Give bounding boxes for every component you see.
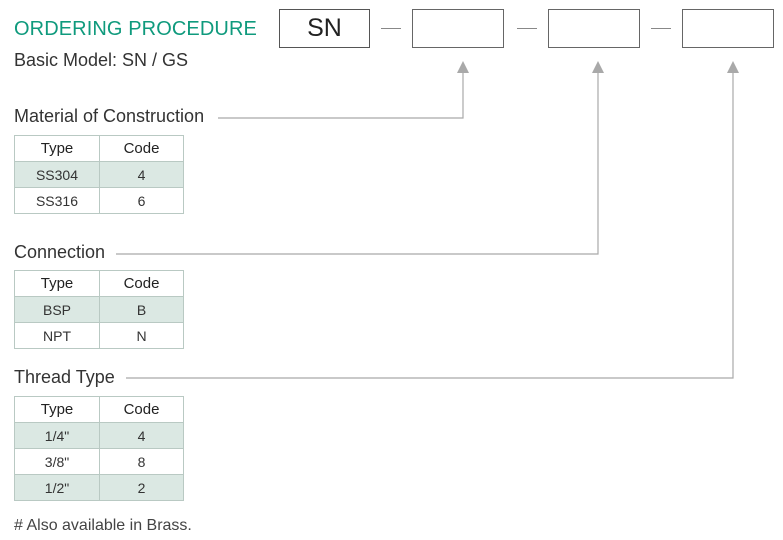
table-row: SS316 6: [14, 187, 184, 214]
material-connector-line: [218, 72, 464, 119]
code-cell: 4: [99, 422, 184, 449]
table-row: 1/2" 2: [14, 474, 184, 501]
table-header-row: Type Code: [14, 396, 184, 423]
page-title: ORDERING PROCEDURE: [14, 18, 257, 40]
separator-dash: [651, 28, 671, 29]
type-cell: 1/4": [14, 422, 100, 449]
model-code-box: SN: [279, 9, 370, 48]
code-cell: 6: [99, 187, 184, 214]
connection-section-label: Connection: [14, 242, 110, 263]
thread-code-box: [682, 9, 774, 48]
connection-arrow-icon: [592, 61, 604, 73]
column-header-code: Code: [99, 270, 184, 297]
table-header-row: Type Code: [14, 270, 184, 297]
column-header-type: Type: [14, 396, 100, 423]
code-cell: N: [99, 322, 184, 349]
material-section-label: Material of Construction: [14, 106, 209, 127]
code-cell: 4: [99, 161, 184, 188]
brass-footnote: # Also available in Brass.: [14, 517, 192, 534]
thread-connector-line: [126, 72, 734, 379]
code-cell: 2: [99, 474, 184, 501]
table-header-row: Type Code: [14, 135, 184, 162]
table-row: BSP B: [14, 296, 184, 323]
separator-dash: [517, 28, 537, 29]
basic-model-label: Basic Model: SN / GS: [14, 50, 189, 70]
type-cell: NPT: [14, 322, 100, 349]
material-table: Type Code SS304 4 SS316 6: [14, 135, 184, 214]
table-row: SS304 4: [14, 161, 184, 188]
type-cell: BSP: [14, 296, 100, 323]
table-row: 3/8" 8: [14, 448, 184, 475]
thread-section-label: Thread Type: [14, 367, 119, 388]
type-cell: SS316: [14, 187, 100, 214]
thread-arrow-icon: [727, 61, 739, 73]
type-cell: SS304: [14, 161, 100, 188]
table-row: 1/4" 4: [14, 422, 184, 449]
column-header-code: Code: [99, 396, 184, 423]
type-cell: 1/2": [14, 474, 100, 501]
column-header-type: Type: [14, 135, 100, 162]
material-arrow-icon: [457, 61, 469, 73]
column-header-code: Code: [99, 135, 184, 162]
separator-dash: [381, 28, 401, 29]
column-header-type: Type: [14, 270, 100, 297]
thread-table: Type Code 1/4" 4 3/8" 8 1/2" 2: [14, 396, 184, 501]
material-code-box: [412, 9, 504, 48]
code-cell: 8: [99, 448, 184, 475]
type-cell: 3/8": [14, 448, 100, 475]
connection-table: Type Code BSP B NPT N: [14, 270, 184, 349]
code-cell: B: [99, 296, 184, 323]
table-row: NPT N: [14, 322, 184, 349]
connection-connector-line: [116, 72, 599, 255]
connection-code-box: [548, 9, 640, 48]
